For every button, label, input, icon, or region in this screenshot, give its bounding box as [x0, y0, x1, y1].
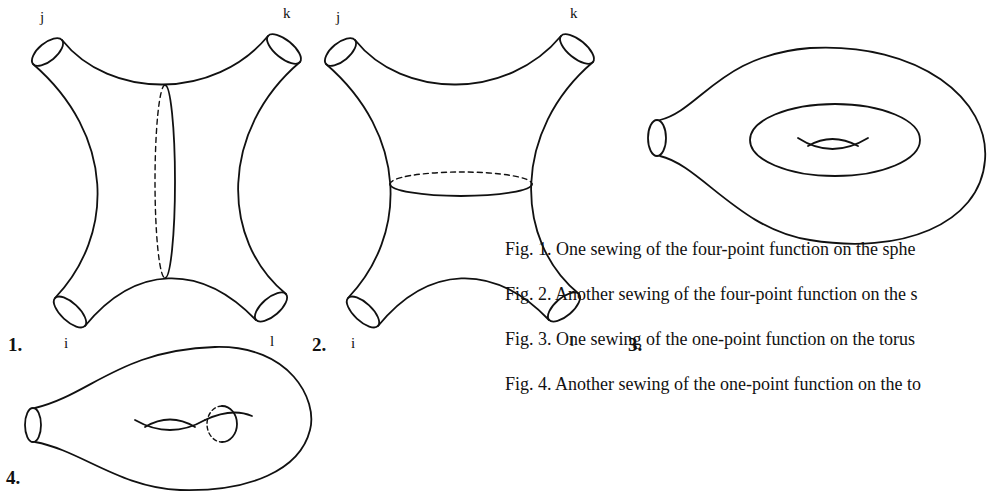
figure-caption: Fig. 4. Another sewing of the one-point …	[505, 375, 921, 393]
one-point-torus	[25, 347, 311, 490]
boundary-label: l	[270, 334, 274, 349]
figure-number: 4.	[6, 468, 20, 487]
boundary-label: i	[351, 336, 355, 351]
figure-number: 1.	[8, 335, 22, 354]
one-point-torus	[648, 48, 985, 244]
figure-caption: Fig. 1. One sewing of the four-point fun…	[505, 240, 916, 258]
figure-caption: Fig. 3. One sewing of the one-point func…	[505, 330, 915, 348]
boundary-label: j	[40, 10, 44, 25]
boundary-label: j	[336, 10, 340, 25]
boundary-label: i	[64, 336, 68, 351]
four-point-sphere	[27, 29, 305, 333]
boundary-label: k	[570, 6, 578, 21]
figure-number: 2.	[312, 335, 326, 354]
boundary-label: k	[283, 6, 291, 21]
figure-caption: Fig. 2. Another sewing of the four-point…	[505, 285, 918, 303]
